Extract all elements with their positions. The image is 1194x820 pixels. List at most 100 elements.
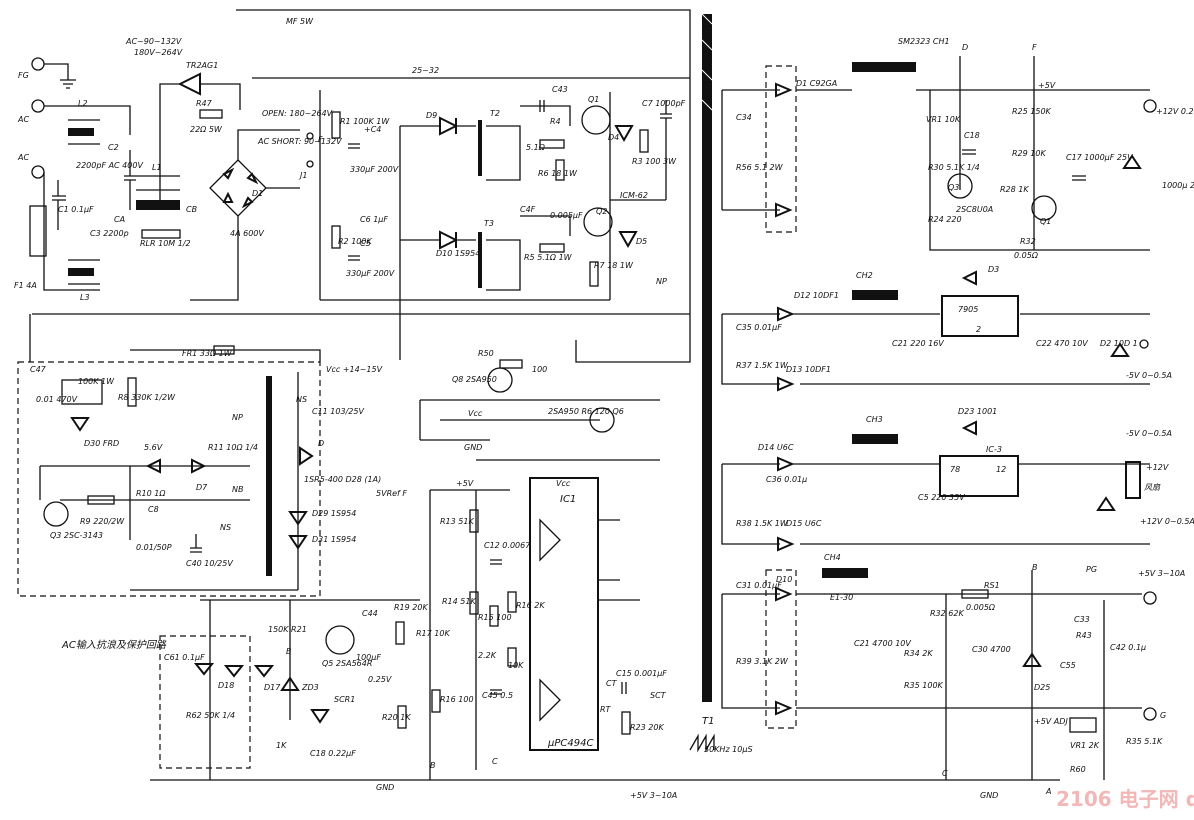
q2-label: Q2 bbox=[596, 207, 607, 216]
c44-value: 100μF bbox=[356, 653, 381, 662]
d15-label: D15 U6C bbox=[786, 519, 822, 528]
pg-label: PG bbox=[1086, 565, 1097, 574]
c30-label: C30 4700 bbox=[972, 645, 1011, 654]
r8-label: R8 330K 1/2W bbox=[118, 393, 176, 402]
d17-label: D17 bbox=[264, 683, 281, 692]
l1-label: L1 bbox=[152, 163, 162, 172]
q5-transistor bbox=[325, 625, 355, 655]
fan-label: 风扇 bbox=[1144, 483, 1161, 492]
primary-section: R1 100K 1W +C4 330μF 200V R2 100K C6 1μF… bbox=[319, 13, 714, 727]
r1-label: R1 100K 1W bbox=[340, 117, 390, 126]
r19-label: R19 20K bbox=[394, 603, 428, 612]
t2-label: T2 bbox=[490, 109, 500, 118]
ic1-vcc: Vcc bbox=[556, 479, 571, 488]
sct-label: SCT bbox=[650, 691, 667, 700]
np-label: NP bbox=[656, 277, 667, 286]
r6-resistor bbox=[555, 159, 565, 181]
e130-label: E1-30 bbox=[830, 593, 853, 602]
r14-label: R14 51K bbox=[442, 597, 476, 606]
p5v-label: +5V bbox=[456, 479, 474, 488]
d1-value: 4A 600V bbox=[230, 229, 264, 238]
g-label: G bbox=[1160, 711, 1166, 720]
rs1-label: RS1 bbox=[984, 581, 1000, 590]
q1-out-label: Q1 bbox=[1040, 217, 1051, 226]
q3-label: Q3 2SC-3143 bbox=[50, 531, 103, 540]
c31-label: C31 0.01μF bbox=[736, 581, 782, 590]
c12-label: C12 0.0067 bbox=[484, 541, 531, 550]
d5-label: D5 bbox=[636, 237, 647, 246]
c47-label: C47 bbox=[30, 365, 47, 374]
d7-label: D7 bbox=[196, 483, 208, 492]
fg-label: FG bbox=[18, 71, 29, 80]
driver-transformer-core bbox=[266, 376, 272, 576]
svg-text:B: B bbox=[430, 761, 436, 770]
r34-label: R34 2K bbox=[904, 649, 933, 658]
q8-label: Q8 2SA950 bbox=[452, 375, 497, 384]
r13-label: R13 51K bbox=[440, 517, 474, 526]
short-label: AC SHORT: 90~132V bbox=[257, 137, 342, 146]
r47-label: R47 bbox=[196, 99, 213, 108]
c36-label: C36 0.01μ bbox=[766, 475, 807, 484]
jumper-b bbox=[306, 160, 314, 168]
watermark-text: 2106 电子网 dzsc.com bbox=[1056, 787, 1194, 811]
r37-label: R37 1.5K 1W bbox=[736, 361, 789, 370]
c5-out-label: C5 220 35V bbox=[918, 493, 965, 502]
ac-label: AC bbox=[17, 115, 29, 124]
c21b-label: C21 4700 10V bbox=[854, 639, 911, 648]
r4-resistor bbox=[539, 139, 565, 149]
tr-label: TR2AG1 bbox=[186, 61, 218, 70]
d9-diode bbox=[439, 116, 459, 136]
o5b-label: -5V 0~0.5A bbox=[1126, 429, 1172, 438]
ch2-label: CH2 bbox=[856, 271, 873, 280]
r10-label: R10 1Ω bbox=[136, 489, 166, 498]
c3-label: C3 2200p bbox=[90, 229, 129, 238]
control-box bbox=[17, 361, 321, 597]
watermark: 2106 电子网 dzsc.com bbox=[1056, 787, 1194, 811]
input-section: FG AC AC F1 4A L2 L3 C1 0.1μF C3 2200p 2… bbox=[14, 9, 691, 302]
np-ctrl-label: NP bbox=[232, 413, 243, 422]
q2-transistor bbox=[583, 207, 613, 237]
r5-label: R5 5.1Ω 1W bbox=[524, 253, 573, 262]
b-out-label: B bbox=[1032, 563, 1038, 572]
d29-label: D29 1S954 bbox=[312, 509, 356, 518]
d25-label: D25 bbox=[1034, 683, 1050, 692]
r35-label: R35 100K bbox=[904, 681, 944, 690]
d30-diode bbox=[70, 417, 90, 432]
r35b-label: R35 5.1K bbox=[1126, 737, 1163, 746]
c55-label: C55 bbox=[1060, 661, 1076, 670]
q1-label: Q1 bbox=[588, 95, 599, 104]
t2-core bbox=[478, 120, 482, 176]
q6-label: 2SA950 R6 120 Q6 bbox=[548, 407, 624, 416]
ac-terminal bbox=[31, 99, 45, 113]
d12-label: D12 10DF1 bbox=[794, 291, 839, 300]
t3-core bbox=[478, 232, 482, 288]
ch4-label: CH4 bbox=[824, 553, 841, 562]
r32-label: R32 bbox=[1020, 237, 1036, 246]
nb-label: NB bbox=[232, 485, 243, 494]
ch3-label: CH3 bbox=[866, 415, 883, 424]
p5out-label: +5V 3~10A bbox=[630, 791, 677, 800]
d9-label: D9 bbox=[426, 111, 437, 120]
d1x-label: D1 C92GA bbox=[796, 79, 837, 88]
r4-value: 5.1Ω bbox=[526, 143, 546, 152]
c17-label: C17 1000μF 25V bbox=[1066, 153, 1133, 162]
t1-core bbox=[702, 14, 712, 702]
svg-text:C: C bbox=[492, 757, 498, 766]
reg2-label: 78 bbox=[950, 465, 960, 474]
c1-label: C1 0.1μF bbox=[58, 205, 94, 214]
reg1-pin: 2 bbox=[976, 325, 981, 334]
gnd-out-label: GND bbox=[980, 791, 998, 800]
fan-connector[interactable] bbox=[1125, 461, 1141, 499]
fg-terminal bbox=[31, 57, 45, 71]
p5-terminal bbox=[1143, 591, 1157, 605]
gnd-label: GND bbox=[464, 443, 482, 452]
ch3-choke bbox=[852, 434, 898, 444]
c43-label: C43 bbox=[552, 85, 568, 94]
r38-label: R38 1.5K 1W bbox=[736, 519, 789, 528]
ns-ctrl-label: NS bbox=[220, 523, 231, 532]
l2-label: L2 bbox=[78, 99, 88, 108]
bridge-d1 bbox=[209, 159, 267, 217]
r39-label: R39 3.1K 2W bbox=[736, 657, 789, 666]
d-out-label: D bbox=[962, 43, 968, 52]
